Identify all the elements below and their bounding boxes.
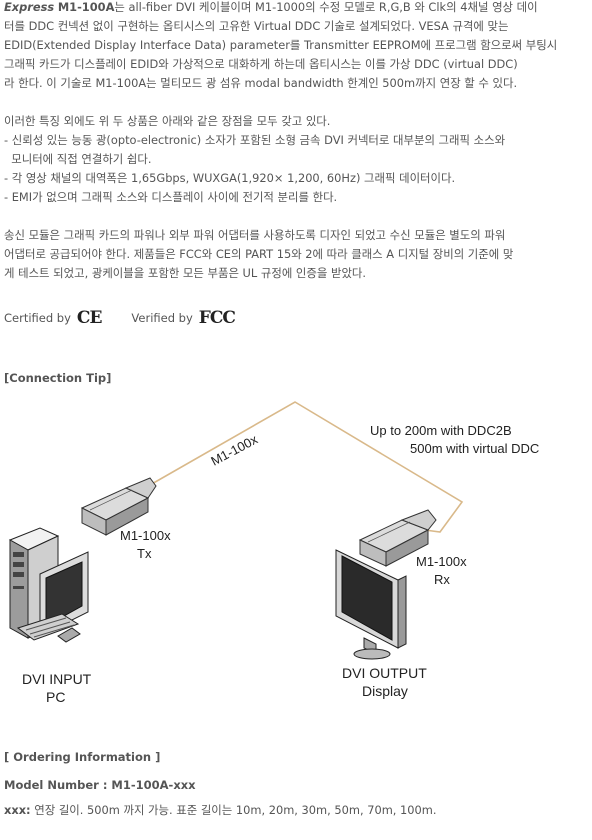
output-label-line-2: Display bbox=[362, 683, 408, 699]
model-number: Model Number : M1-100A-xxx bbox=[4, 778, 196, 792]
power-line-1: 송신 모듈은 그래픽 카드의 파워나 외부 파워 어댑터를 사용하도록 디자인 … bbox=[4, 228, 506, 242]
tx-label: Tx bbox=[137, 546, 152, 561]
display-icon bbox=[335, 549, 407, 660]
range-line-1: Up to 200m with DDC2B bbox=[370, 423, 512, 438]
fcc-logo: FCC bbox=[198, 308, 236, 328]
pc-monitor-icon bbox=[39, 551, 89, 643]
brand-name: Express bbox=[4, 0, 55, 14]
ordering-heading: [ Ordering Information ] bbox=[4, 750, 161, 764]
intro-line-1: Express M1-100A는 all-fiber DVI 케이블이며 M1-… bbox=[4, 0, 538, 17]
rx-connector bbox=[358, 509, 437, 567]
power-line-3: 게 테스트 되었고, 광케이블을 포함한 모든 부품은 UL 규정에 인증을 받… bbox=[4, 266, 367, 280]
intro-line-5: 라 한다. 이 기술로 M1-100A는 멀티모드 광 섬유 modal ban… bbox=[4, 76, 518, 90]
power-line-2: 어댑터로 공급되어야 한다. 제품들은 FCC와 CE의 PART 15와 2에… bbox=[4, 247, 514, 261]
certified-by-label: Certified by bbox=[4, 311, 71, 325]
feature-item-1b: 모니터에 직접 연결하기 쉽다. bbox=[4, 152, 152, 166]
features-heading: 이러한 특징 외에도 위 두 상품은 아래와 같은 장점을 모두 갖고 있다. bbox=[4, 114, 331, 128]
fiber-cable bbox=[149, 401, 464, 533]
input-label-line-1: DVI INPUT bbox=[22, 671, 92, 687]
feature-item-1a: - 신뢰성 있는 능동 광(opto-electronic) 소자가 포함된 소… bbox=[4, 133, 506, 147]
input-label-line-2: PC bbox=[46, 689, 65, 705]
xxx-description: 연장 길이. 500m 까지 가능. 표준 길이는 10m, 20m, 30m,… bbox=[34, 803, 437, 817]
rx-label: Rx bbox=[434, 572, 450, 587]
tx-model-label: M1-100x bbox=[120, 528, 171, 543]
feature-item-2: - 각 영상 채널의 대역폭은 1,65Gbps, WUXGA(1,920× 1… bbox=[4, 171, 456, 185]
certifications: Certified by CE Verified by FCC bbox=[4, 306, 236, 330]
xxx-description-line: xxx: 연장 길이. 500m 까지 가능. 표준 길이는 10m, 20m,… bbox=[4, 801, 437, 820]
model-name: M1-100A bbox=[57, 0, 115, 14]
feature-item-3: - EMI가 없으며 그래픽 소스와 디스플레이 사이에 전기적 분리를 한다. bbox=[4, 190, 338, 204]
intro-line-3: EDID(Extended Display Interface Data) pa… bbox=[4, 38, 558, 52]
range-line-2: 500m with virtual DDC bbox=[410, 441, 539, 456]
tx-connector bbox=[80, 477, 157, 536]
xxx-label: xxx: bbox=[4, 803, 31, 817]
connection-tip-heading: [Connection Tip] bbox=[4, 371, 112, 385]
rx-model-label: M1-100x bbox=[416, 554, 467, 569]
verified-by-label: Verified by bbox=[131, 311, 193, 325]
intro-line-4: 그래픽 카드가 디스플레이 EDID와 가상적으로 대화하게 하는데 옵티시스는… bbox=[4, 57, 518, 71]
connection-diagram: M1-100x Up to 200m with DDC2B 500m with … bbox=[8, 401, 539, 705]
ce-logo: CE bbox=[76, 308, 102, 328]
output-label-line-1: DVI OUTPUT bbox=[342, 665, 427, 681]
intro-line-1-text: 는 all-fiber DVI 케이블이며 M1-1000의 수정 모델로 R,… bbox=[114, 0, 538, 14]
intro-line-2: 터를 DDC 컨넥션 없이 구현하는 옵티시스의 고유한 Virtual DDC… bbox=[4, 19, 509, 33]
keyboard-icon bbox=[16, 613, 80, 641]
